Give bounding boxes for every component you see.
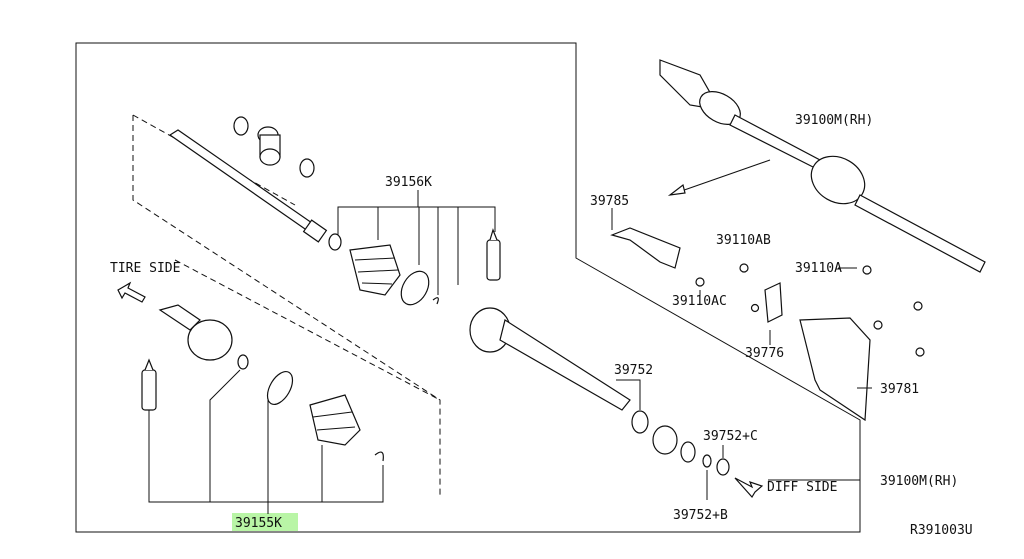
label-39100m-bottom: 39100M(RH) <box>880 474 958 489</box>
label-39110ab: 39110AB <box>716 233 771 248</box>
label-39156k: 39156K <box>385 175 432 190</box>
label-39110a: 39110A <box>795 261 842 276</box>
clip-icon[interactable] <box>432 297 439 305</box>
outer-joint-icon[interactable] <box>158 304 233 361</box>
bolt-icon[interactable] <box>913 301 923 311</box>
bolt-icon[interactable] <box>739 263 749 273</box>
label-39776: 39776 <box>745 346 784 361</box>
center-shaft[interactable] <box>469 307 631 411</box>
ring-icon[interactable] <box>680 441 696 463</box>
label-39781: 39781 <box>880 382 919 397</box>
snap-ring-icon[interactable] <box>702 454 712 468</box>
diff-side-arrow-icon <box>734 477 764 499</box>
plate-39776-icon[interactable] <box>764 282 783 323</box>
boot-icon[interactable] <box>309 394 361 446</box>
bearing-icon[interactable] <box>652 425 678 455</box>
part-highlight <box>232 513 298 531</box>
label-39752b: 39752+B <box>673 508 728 523</box>
label-39752c: 39752+C <box>703 429 758 444</box>
damper-icon[interactable] <box>257 126 281 166</box>
ref-code: R391003U <box>910 523 973 538</box>
bolt-icon[interactable] <box>750 303 760 313</box>
leader-39156k <box>337 206 496 235</box>
label-tire-side: TIRE SIDE <box>110 261 180 276</box>
label-diff-side: DIFF SIDE <box>767 480 837 495</box>
kit-dashed-outline <box>132 115 441 495</box>
band-icon[interactable] <box>396 266 435 309</box>
label-39155k[interactable]: 39155K <box>235 516 282 531</box>
main-frame <box>75 42 861 533</box>
label-39785: 39785 <box>590 194 629 209</box>
grease-tube-icon[interactable] <box>141 358 157 411</box>
grease-tube-icon[interactable] <box>486 228 501 281</box>
bolt-icon[interactable] <box>862 265 872 275</box>
tire-side-arrow-icon <box>117 281 146 303</box>
seal-ring-icon[interactable] <box>631 410 649 434</box>
band-icon[interactable] <box>262 367 297 408</box>
boot-icon[interactable] <box>349 244 401 296</box>
ring-icon[interactable] <box>233 116 249 136</box>
inner-shaft[interactable] <box>168 129 328 243</box>
drive-shaft-assembly[interactable] <box>659 59 986 273</box>
bolt-icon[interactable] <box>915 347 925 357</box>
bracket-39781-icon[interactable] <box>799 317 871 422</box>
snap-ring-icon[interactable] <box>328 233 342 251</box>
snap-ring-icon[interactable] <box>237 354 249 370</box>
circlip-icon[interactable] <box>716 458 730 476</box>
label-39752: 39752 <box>614 363 653 378</box>
leader-39155k <box>148 410 384 503</box>
bolt-icon[interactable] <box>695 277 705 287</box>
label-39110ac: 39110AC <box>672 294 727 309</box>
clip-icon[interactable] <box>374 451 384 462</box>
label-39100m-top: 39100M(RH) <box>795 113 873 128</box>
ring-icon[interactable] <box>299 158 315 178</box>
bolt-icon[interactable] <box>873 320 883 330</box>
direction-arrow <box>669 159 771 196</box>
bracket-39785-icon[interactable] <box>610 227 681 269</box>
